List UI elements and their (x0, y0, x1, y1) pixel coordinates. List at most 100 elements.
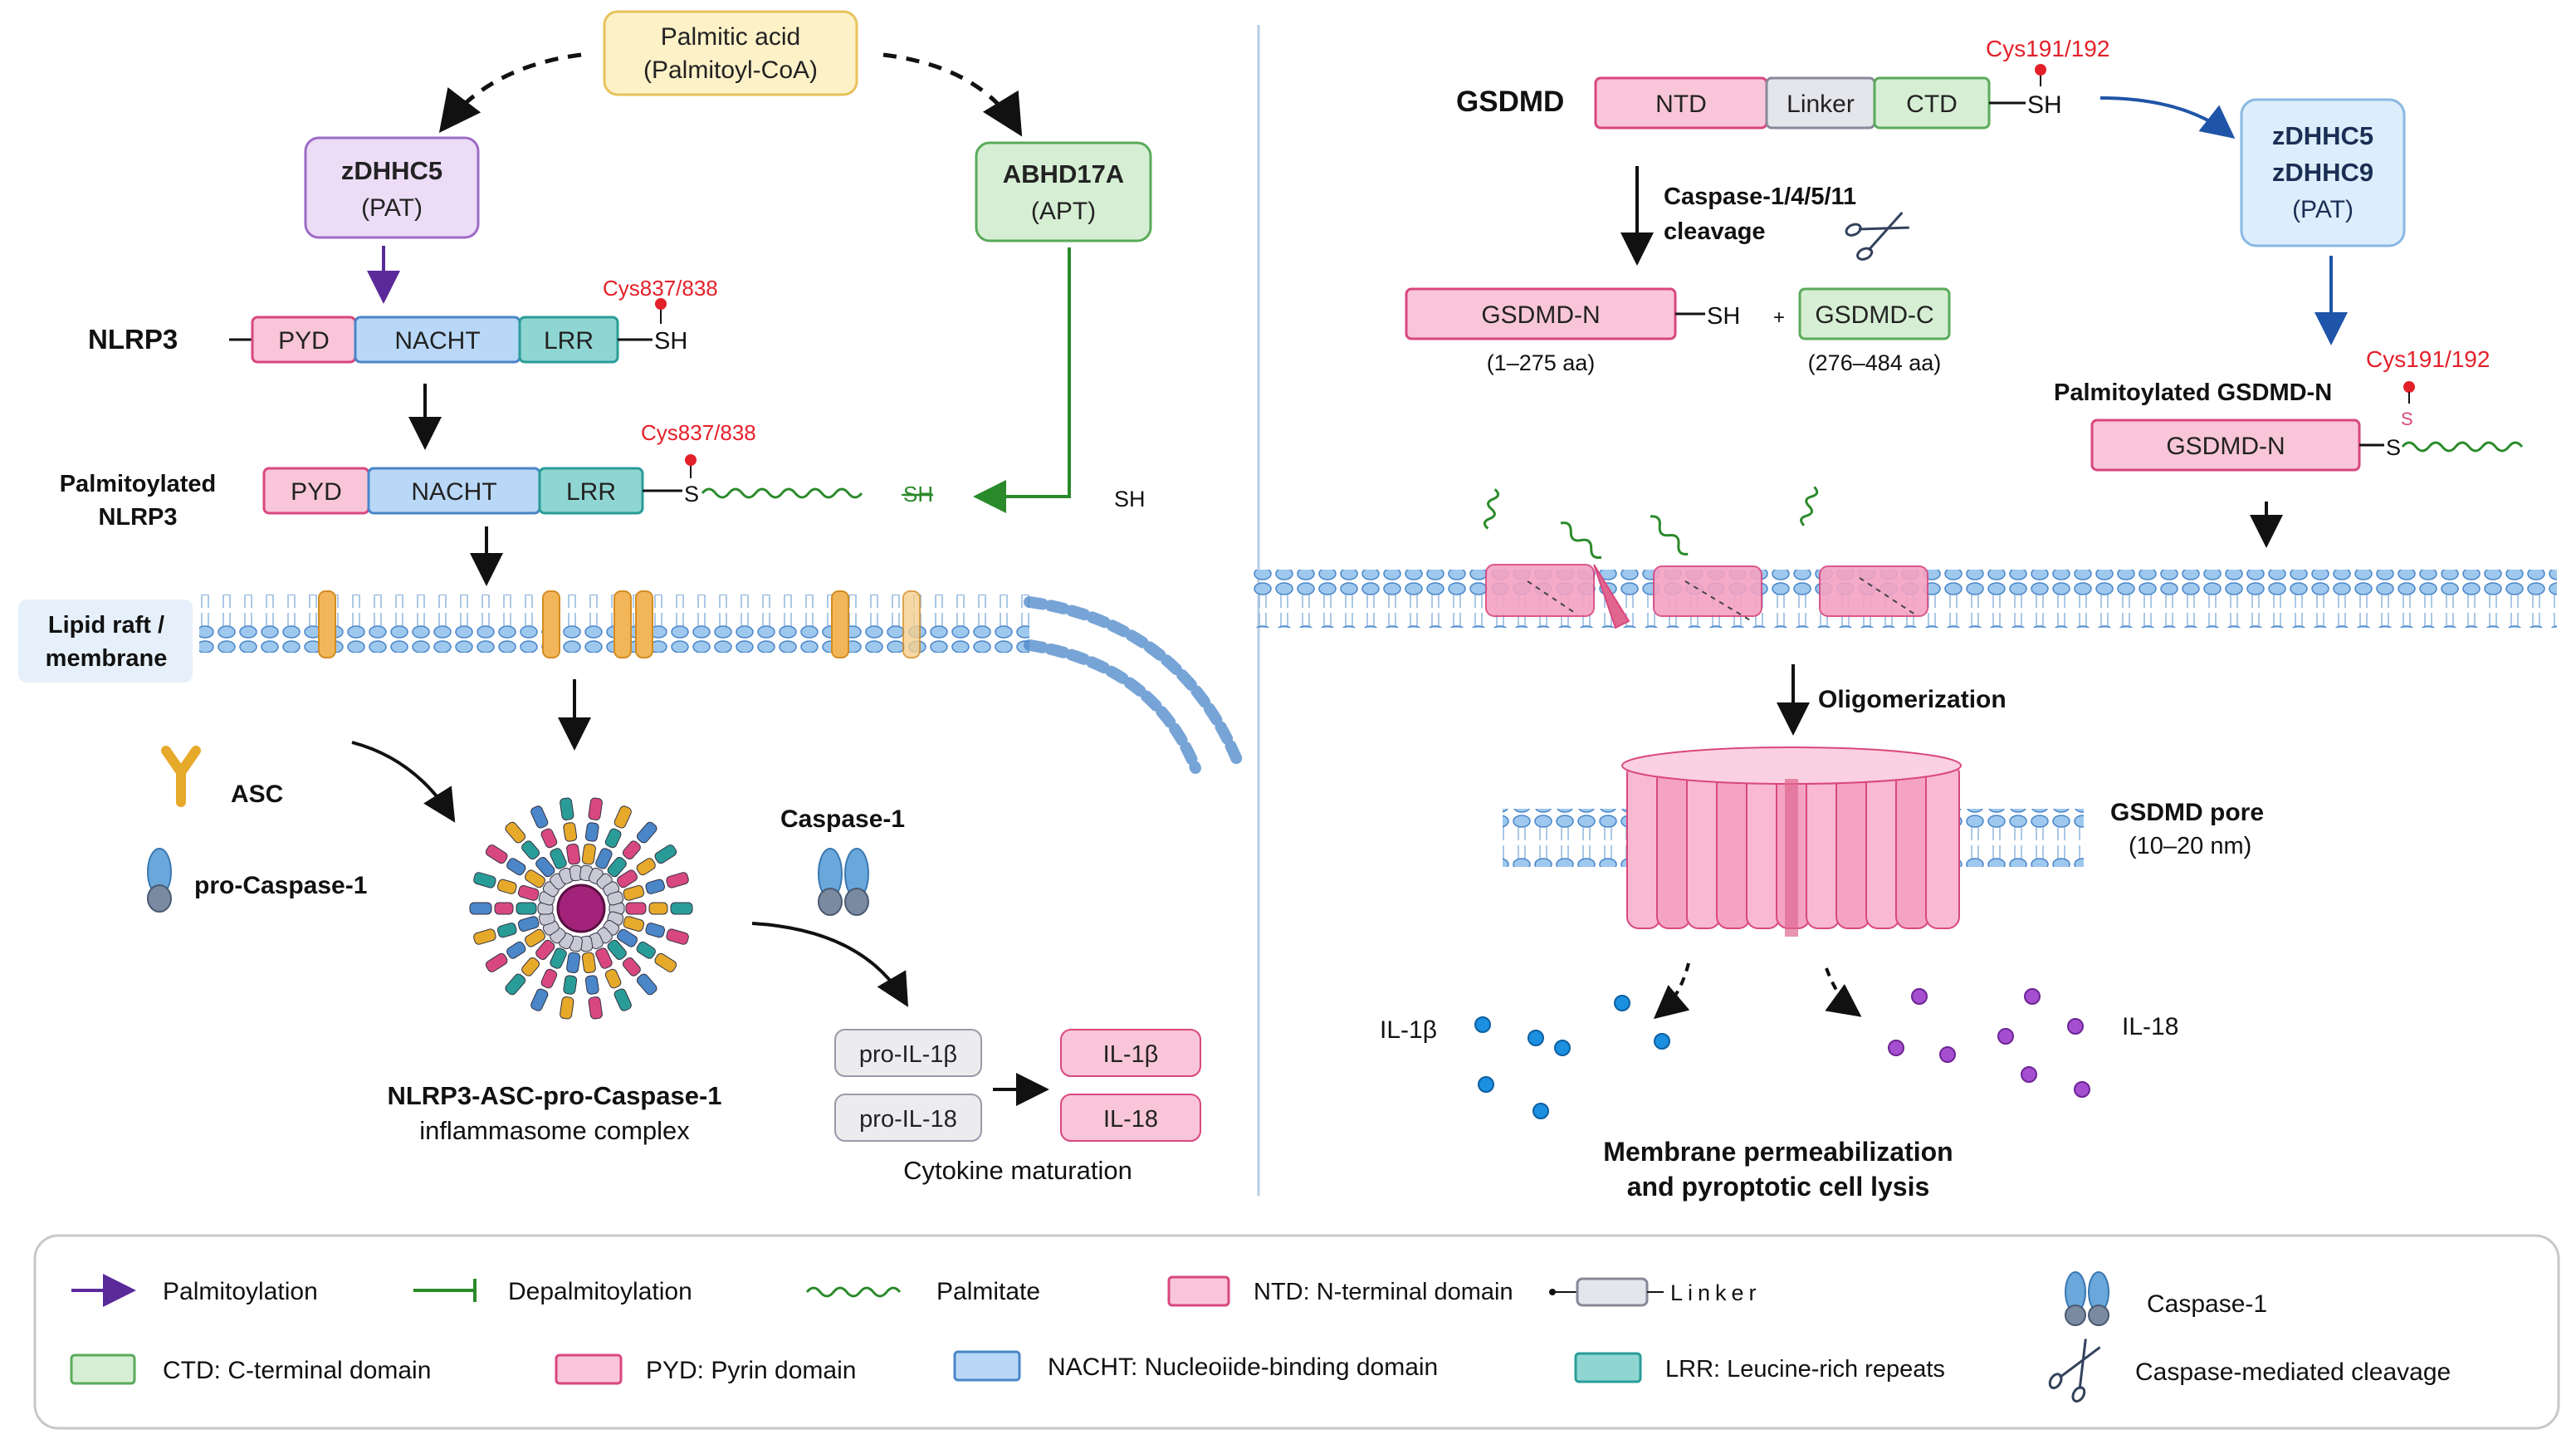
gsdmd-sh: SH (2027, 91, 2062, 119)
inflammasome-arm (469, 902, 554, 915)
legend-lrr-swatch (1574, 1352, 1642, 1383)
legend-cleavage-label: Caspase-mediated cleavage (2135, 1358, 2451, 1386)
pore-rim (1621, 746, 1962, 785)
raft-protein-4 (635, 590, 653, 658)
inflammasome-arm (603, 844, 677, 898)
nlrp3-nacht-label: NACHT (394, 327, 480, 355)
palm-nlrp3-lrr-label: LRR (566, 478, 616, 506)
right-il18-label: IL-18 (2122, 1013, 2178, 1040)
legend-scissors-icon (2048, 1339, 2101, 1403)
legend-lrr-label: LRR: Leucine-rich repeats (1665, 1356, 1945, 1383)
pat-line3: (PAT) (2292, 196, 2354, 223)
right-membrane-lower-left (1503, 809, 1649, 867)
range-n-label: (1–275 aa) (1487, 350, 1596, 375)
gsdmd-linker-label: Linker (1787, 91, 1855, 118)
pore-subunit (1865, 761, 1900, 929)
inflammasome-arm (596, 821, 657, 890)
arrow-to-cytokines (751, 922, 909, 1007)
cytokine-maturation-label: Cytokine maturation (903, 1156, 1132, 1185)
il1b-release-arrow (1653, 962, 1690, 1020)
inflammasome-arm (485, 919, 560, 972)
abhd17a-box (975, 141, 1152, 242)
gsdmd-c-label: GSDMD-C (1815, 301, 1933, 329)
inflammasome-arm (609, 902, 693, 915)
pore-line2: (10–20 nm) (2129, 833, 2251, 859)
gsdmd-c-box (1798, 287, 1951, 340)
pore-lumen (1785, 779, 1798, 937)
oligomerization-label: Oligomerization (1818, 686, 2007, 713)
raft-protein-1 (318, 590, 336, 658)
pro-caspase-label: pro-Caspase-1 (194, 872, 367, 899)
palm-nlrp3-cys-label: Cys837/838 (641, 420, 756, 445)
inflammasome-arm (560, 797, 583, 882)
inflammasome-arm (579, 797, 603, 882)
legend-ntd-swatch (1167, 1275, 1230, 1307)
gsdmd-cys-label: Cys191/192 (1986, 36, 2109, 61)
inflammasome-arm (473, 911, 555, 945)
arrow-to-pat (2099, 96, 2236, 139)
palm-gsdmd-cys-label: Cys191/192 (2366, 346, 2490, 372)
palm-gsdmd-cys-dot (2403, 381, 2415, 393)
pore-subunit (1746, 761, 1781, 929)
inflammasome-arm (505, 927, 566, 996)
legend-frame (33, 1234, 2560, 1430)
asc-icon (161, 746, 201, 807)
nlrp3-label: NLRP3 (88, 324, 178, 355)
il18-label: IL-18 (1103, 1106, 1158, 1133)
il18-box (1060, 1094, 1201, 1142)
il18-release-arrow (1825, 967, 1862, 1017)
pore-line1: GSDMD pore (2110, 799, 2264, 826)
inflammasome-arm (603, 919, 677, 972)
legend-depalmitoylation-label: Depalmitoylation (508, 1278, 692, 1305)
palm-gsdmd-n-box-label: GSDMD-N (2166, 433, 2285, 460)
legend-palmitate-chain (805, 1286, 902, 1298)
pat-box (2240, 98, 2406, 247)
palm-nlrp3-palmitate-chain (701, 487, 863, 499)
gsdmd-n-sh: SH (1707, 303, 1740, 330)
abhd17a-line2: (APT) (1031, 198, 1096, 225)
legend-linker-label: Linker (1670, 1280, 1762, 1305)
gsdmd-label: GSDMD (1456, 86, 1564, 118)
legend-ctd-label: CTD: C-terminal domain (163, 1357, 431, 1384)
arrow-into-complex (351, 741, 456, 823)
legend-ctd-swatch (70, 1353, 136, 1385)
nlrp3-pyd-label: PYD (278, 327, 330, 355)
lysis-line1: Membrane permeabilization (1603, 1137, 1953, 1167)
il1b-box (1060, 1029, 1201, 1077)
pat-line1: zDHHC5 (2272, 121, 2373, 150)
nlrp3-cys-dot (655, 298, 667, 310)
pro-il1b-box (834, 1029, 982, 1077)
palm-nlrp3-pyd-label: PYD (291, 478, 342, 506)
raft-protein-3 (613, 590, 632, 658)
lipid-raft-line2: membrane (46, 645, 168, 672)
pore-subunit (1686, 761, 1721, 929)
right-membrane-lower-right (1938, 809, 2084, 867)
free-sh: SH (1114, 487, 1146, 512)
cleavage-line1: Caspase-1/4/5/11 (1664, 184, 1856, 210)
abhd17a-line1: ABHD17A (1003, 159, 1124, 188)
right-il1b-label: IL-1β (1380, 1016, 1437, 1044)
nlrp3-sh: SH (654, 328, 687, 355)
pore-subunit (1656, 768, 1691, 929)
lipid-raft-label-bg (18, 600, 193, 683)
palm-nlrp3-nacht-label: NACHT (411, 478, 496, 506)
il18-particles (1888, 988, 2090, 1098)
pro-il1b-label: pro-IL-1β (859, 1041, 957, 1068)
nlrp3-lrr-label: LRR (544, 327, 594, 355)
caspase1-label: Caspase-1 (780, 805, 905, 833)
pore-subunit (1835, 768, 1870, 929)
legend-caspase1-label: Caspase-1 (2147, 1290, 2267, 1318)
raft-protein-5 (831, 590, 849, 658)
legend-pyd-label: PYD: Pyrin domain (646, 1357, 856, 1384)
right-panel: GSDMD NTD Linker CTD SH Cys191/192 zDHHC… (1254, 36, 2557, 1202)
palm-gsdmd-palmitate-chain (2401, 441, 2524, 453)
legend-pyd-swatch (555, 1353, 623, 1385)
legend-ntd-label: NTD: N-terminal domain (1254, 1279, 1513, 1305)
il1b-label: IL-1β (1103, 1041, 1159, 1068)
raft-protein-6 (902, 590, 921, 658)
gsdmd-n-label: GSDMD-N (1481, 301, 1600, 329)
cleavage-line2: cleavage (1664, 218, 1766, 245)
pro-caspase-icon (147, 848, 172, 913)
inflammasome-core (556, 884, 606, 933)
legend: Palmitoylation Depalmitoylation Palmitat… (33, 1234, 2560, 1430)
